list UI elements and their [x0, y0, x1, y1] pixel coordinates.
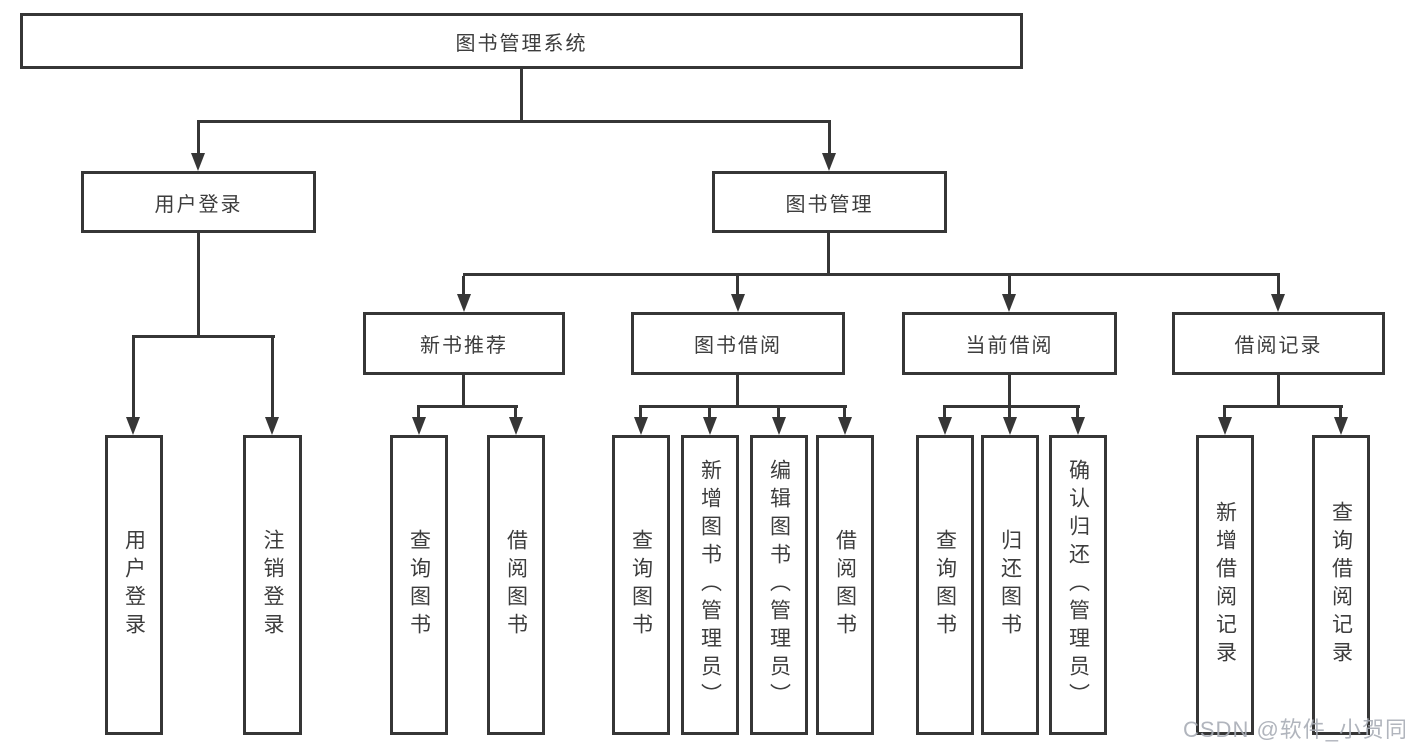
leaf-record-add: 新增借阅记录 [1196, 435, 1254, 735]
arrow-down-icon [1334, 417, 1348, 435]
connector-line [639, 405, 847, 408]
connector-line [1277, 276, 1280, 296]
connector-line [943, 408, 946, 418]
arrow-down-icon [1002, 294, 1016, 312]
connector-line [1339, 408, 1342, 418]
node-root: 图书管理系统 [20, 13, 1023, 69]
leaf-recommend-query-book-label: 查询图书 [407, 529, 431, 641]
node-current-borrow: 当前借阅 [902, 312, 1117, 375]
leaf-user-login-label: 用户登录 [122, 529, 146, 641]
leaf-logout-label: 注销登录 [261, 529, 284, 641]
arrow-down-icon [191, 153, 205, 171]
connector-line [1277, 375, 1280, 408]
arrow-down-icon [822, 153, 836, 171]
connector-line [736, 276, 739, 296]
connector-line [417, 405, 518, 408]
leaf-borrow-edit-book-admin-label: 编辑图书（管理员） [767, 459, 791, 711]
connector-line [197, 123, 200, 155]
connector-line [1076, 408, 1079, 418]
leaf-current-confirm-return-admin: 确认归还（管理员） [1049, 435, 1107, 735]
arrow-down-icon [703, 417, 717, 435]
arrow-down-icon [1218, 417, 1232, 435]
connector-line [1223, 408, 1226, 418]
leaf-borrow-edit-book-admin: 编辑图书（管理员） [750, 435, 808, 735]
connector-line [828, 123, 831, 155]
connector-line [736, 375, 739, 408]
connector-line [777, 408, 780, 418]
arrow-down-icon [265, 417, 279, 435]
connector-line [639, 408, 642, 418]
arrow-down-icon [457, 294, 471, 312]
leaf-borrow-borrow-book: 借阅图书 [816, 435, 874, 735]
leaf-recommend-borrow-book: 借阅图书 [487, 435, 545, 735]
arrow-down-icon [938, 417, 952, 435]
connector-line [132, 338, 135, 418]
connector-line [197, 230, 200, 338]
connector-line [520, 66, 523, 123]
leaf-current-return-book-label: 归还图书 [998, 529, 1022, 641]
arrow-down-icon [1071, 417, 1085, 435]
connector-line [462, 375, 465, 408]
leaf-record-add-label: 新增借阅记录 [1213, 501, 1237, 669]
leaf-current-return-book: 归还图书 [981, 435, 1039, 735]
leaf-recommend-query-book: 查询图书 [390, 435, 448, 735]
connector-line [514, 408, 517, 418]
arrow-down-icon [1003, 417, 1017, 435]
node-book-management-branch: 图书管理 [712, 171, 947, 233]
connector-line [843, 408, 846, 418]
connector-line [1008, 375, 1011, 408]
connector-line [463, 273, 1280, 276]
connector-line [1008, 276, 1011, 296]
leaf-recommend-borrow-book-label: 借阅图书 [504, 529, 528, 641]
connector-line [271, 338, 274, 418]
connector-line [132, 335, 275, 338]
arrow-down-icon [1271, 294, 1285, 312]
leaf-current-query-book-label: 查询图书 [933, 529, 957, 641]
connector-line [708, 408, 711, 418]
arrow-down-icon [772, 417, 786, 435]
connector-line [1223, 405, 1343, 408]
leaf-record-query-label: 查询借阅记录 [1329, 501, 1353, 669]
connector-line [417, 408, 420, 418]
leaf-logout: 注销登录 [243, 435, 302, 735]
node-user-login-branch: 用户登录 [81, 171, 316, 233]
leaf-current-query-book: 查询图书 [916, 435, 974, 735]
leaf-record-query: 查询借阅记录 [1312, 435, 1370, 735]
node-new-book-recommend: 新书推荐 [363, 312, 565, 375]
node-borrow-record: 借阅记录 [1172, 312, 1385, 375]
arrow-down-icon [412, 417, 426, 435]
leaf-borrow-add-book-admin: 新增图书（管理员） [681, 435, 739, 735]
leaf-user-login: 用户登录 [105, 435, 163, 735]
leaf-borrow-add-book-admin-label: 新增图书（管理员） [698, 459, 722, 711]
leaf-borrow-borrow-book-label: 借阅图书 [833, 529, 857, 641]
csdn-watermark: CSDN @软件_小贺同学 [1183, 717, 1405, 742]
connector-line [943, 405, 1080, 408]
arrow-down-icon [731, 294, 745, 312]
arrow-down-icon [634, 417, 648, 435]
connector-line [462, 276, 465, 296]
leaf-borrow-query-book-label: 查询图书 [629, 529, 653, 641]
connector-line [827, 232, 830, 276]
connector-line [197, 120, 831, 123]
arrow-down-icon [838, 417, 852, 435]
connector-line [1008, 408, 1011, 418]
leaf-current-confirm-return-admin-label: 确认归还（管理员） [1066, 459, 1090, 711]
node-book-borrow: 图书借阅 [631, 312, 845, 375]
arrow-down-icon [126, 417, 140, 435]
leaf-borrow-query-book: 查询图书 [612, 435, 670, 735]
arrow-down-icon [509, 417, 523, 435]
